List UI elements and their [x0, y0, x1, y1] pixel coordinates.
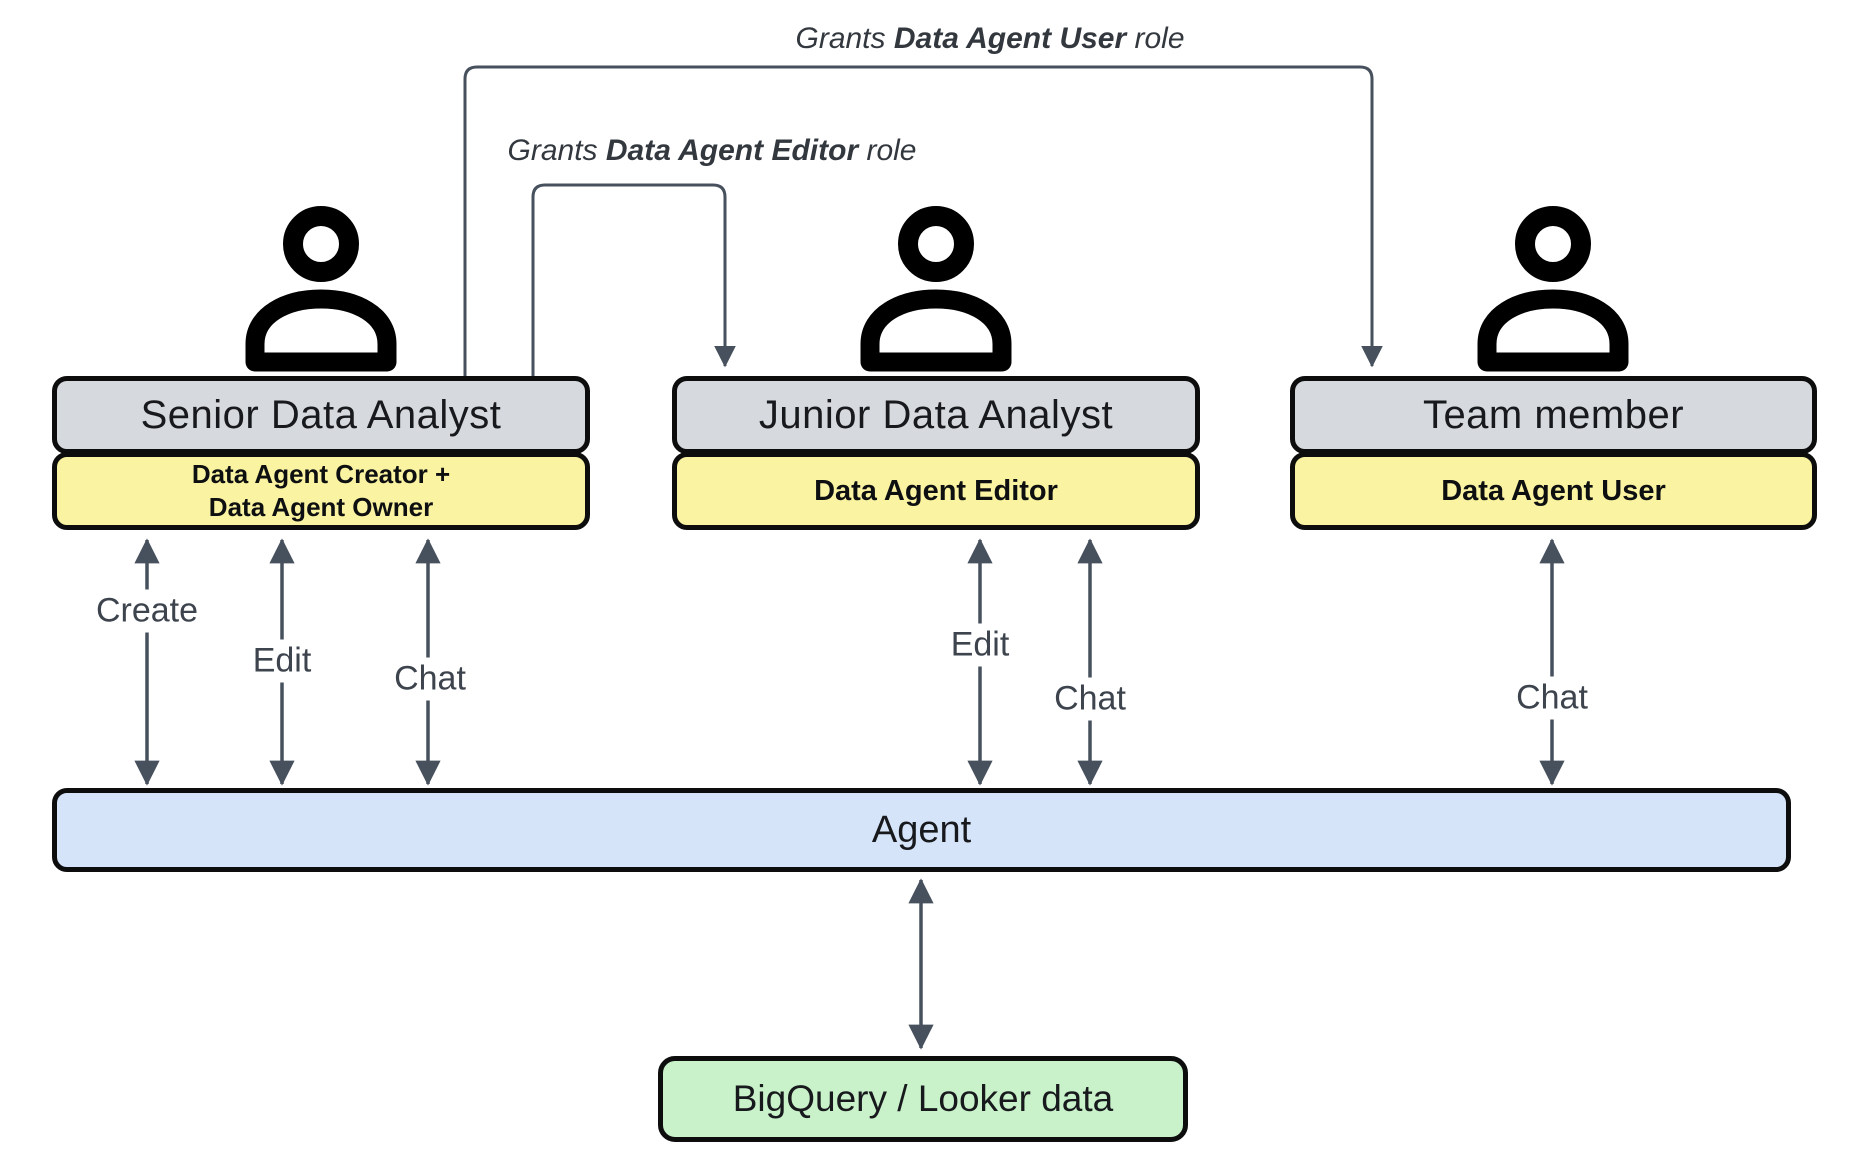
role-line: Data Agent Owner [208, 492, 434, 522]
action-label-edit: Edit [243, 639, 321, 683]
actor-name-box-senior: Senior Data Analyst [52, 376, 590, 454]
action-label-chat: Chat [1507, 676, 1597, 720]
annotation-text: role [858, 134, 917, 167]
action-label-chat: Chat [1045, 677, 1135, 721]
grant-editor-role-arrow [531, 183, 736, 376]
agent-label: Agent [871, 808, 972, 851]
action-label-edit: Edit [941, 623, 1019, 667]
actor-name: Team member [1422, 392, 1685, 437]
person-icon [245, 206, 397, 372]
grant-user-role-arrow [463, 65, 1383, 376]
role-line: Data Agent Editor [814, 474, 1058, 507]
actor-role-badge-team-member: Data Agent User [1290, 452, 1817, 530]
action-label-chat: Chat [385, 657, 475, 701]
actor-name: Junior Data Analyst [758, 392, 1114, 437]
annotation-role-name: Data Agent Editor [605, 134, 859, 167]
actor-name-box-junior: Junior Data Analyst [672, 376, 1200, 454]
annotation-text: Grants [507, 134, 606, 167]
annotation-text: role [1126, 22, 1185, 55]
person-icon [860, 206, 1012, 372]
annotation-role-name: Data Agent User [893, 22, 1127, 55]
annotation-text: Grants [795, 22, 894, 55]
actor-role-badge-junior: Data Agent Editor [672, 452, 1200, 530]
role-line: Data Agent Creator + [191, 458, 451, 489]
data-source-label: BigQuery / Looker data [732, 1078, 1114, 1119]
agent-bar: Agent [52, 788, 1791, 872]
actor-role-badge-senior: Data Agent Creator + Data Agent Owner [52, 452, 590, 530]
role-line: Data Agent User [1441, 474, 1666, 507]
actor-name: Senior Data Analyst [140, 392, 502, 437]
person-icon [1477, 206, 1629, 372]
actor-name-box-team-member: Team member [1290, 376, 1817, 454]
grant-editor-role-annotation: Grants Data Agent Editor role [508, 134, 917, 168]
data-source-box: BigQuery / Looker data [658, 1056, 1188, 1142]
grant-user-role-annotation: Grants Data Agent User role [795, 22, 1184, 56]
action-label-create: Create [86, 589, 208, 633]
